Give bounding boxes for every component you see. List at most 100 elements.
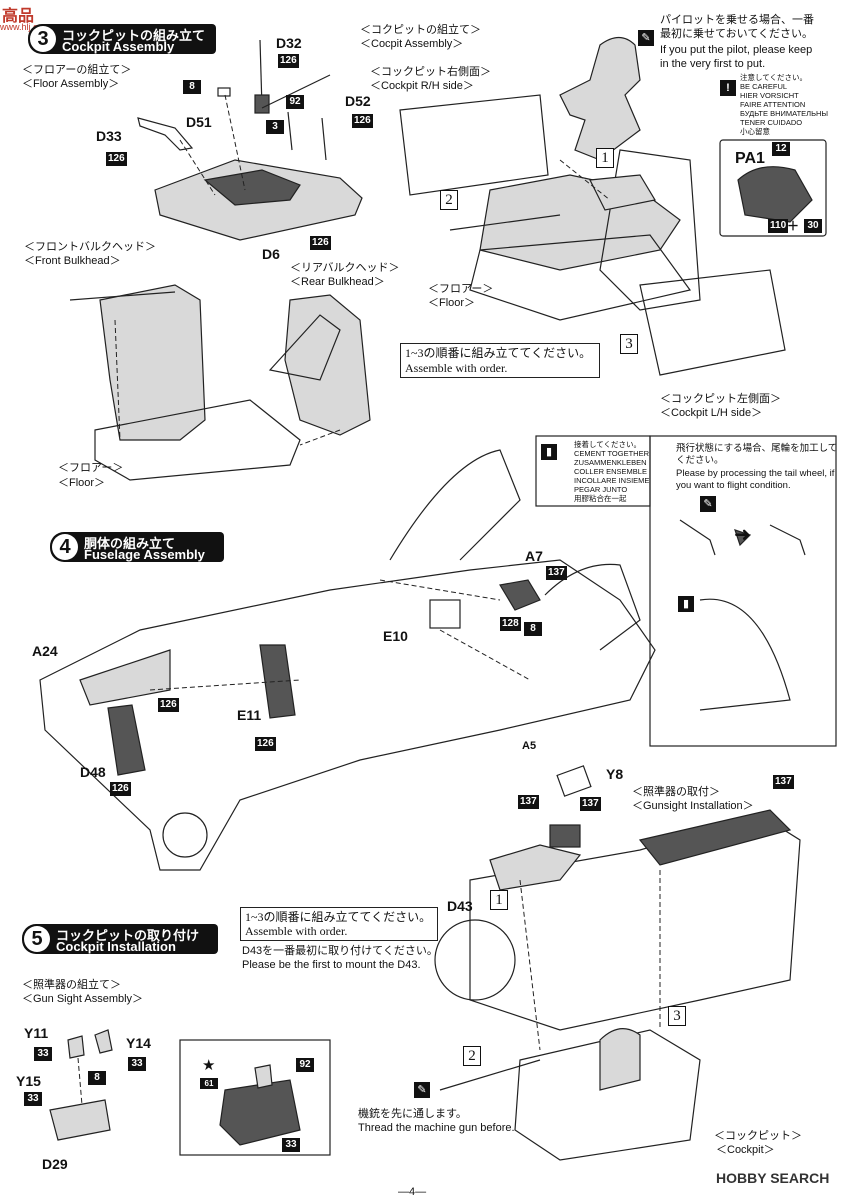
fuselage-drawing — [39, 449, 656, 871]
floor-assembly-label-en: ＜Floor Assembly＞ — [22, 78, 120, 90]
color-137-y8-left: 137 — [518, 795, 539, 809]
floor-label-jp: ＜フロアー＞ — [58, 462, 124, 474]
pa1-part-drawing — [719, 139, 827, 237]
floor2-label-jp: ＜フロアー＞ — [428, 283, 494, 295]
careful-line-1: 注意してください。 — [740, 73, 808, 82]
gunsight-inst-label-jp: ＜照準器の取付＞ — [632, 786, 720, 798]
color-126-a24: 126 — [158, 698, 179, 712]
footer-brand: HOBBY SEARCH — [716, 1170, 830, 1186]
color-12: 12 — [772, 142, 790, 156]
color-3: 3 — [266, 120, 284, 134]
color-137-a7: 137 — [546, 566, 567, 580]
color-126-d52: 126 — [352, 114, 373, 128]
pilot-note-jp1: パイロットを乗せる場合、一番 — [660, 14, 814, 26]
cement-line-4: COLLER ENSEMBLE — [574, 467, 647, 476]
part-a7: A7 — [525, 548, 543, 564]
part-y15: Y15 — [16, 1073, 41, 1089]
part-d52: D52 — [345, 93, 371, 109]
color-126-e11: 126 — [255, 737, 276, 751]
careful-line-4: FAIRE ATTENTION — [740, 100, 806, 109]
color-92: 92 — [286, 95, 304, 109]
cement-line-6: PEGAR JUNTO — [574, 485, 628, 494]
color-plus: ＋ — [787, 219, 800, 233]
color-126-d48: 126 — [110, 782, 131, 796]
color-61: 61 — [200, 1078, 218, 1089]
tail-wheel-icon: ✎ — [700, 496, 716, 512]
tail-note-jp2: ください。 — [676, 455, 724, 466]
cockpit-rh-label-jp: ＜コックピット右側面＞ — [370, 66, 491, 78]
step4-number: 4 — [52, 534, 78, 560]
cement-line-2: CEMENT TOGETHER — [574, 449, 650, 458]
step4-header: 4 胴体の組み立て Fuselage Assembly — [50, 532, 224, 562]
step5-order-num-1: 1 — [490, 890, 508, 910]
part-y8: Y8 — [606, 766, 624, 782]
part-e10: E10 — [383, 628, 408, 644]
part-d6: D6 — [262, 246, 280, 262]
tail-cement-icon: ▮ — [678, 596, 694, 612]
careful-line-2: BE CAREFUL — [740, 82, 788, 91]
color-92-sight: 92 — [296, 1058, 314, 1072]
color-126-d6: 126 — [310, 236, 331, 250]
d43-note-jp: D43を一番最初に取り付けてください。 — [242, 945, 438, 957]
tail-note-jp1: 飛行状態にする場合、尾輪を加工して — [676, 443, 838, 454]
step5-order-note-jp: 1~3の順番に組み立ててください。 — [245, 910, 432, 924]
color-33-sight: 33 — [282, 1138, 300, 1152]
careful-line-5: БУДЬТЕ ВНИМАТЕЛЬНЫ — [740, 109, 829, 118]
color-30: 30 — [804, 219, 822, 233]
step5-order-note-en: Assemble with order. — [245, 924, 348, 938]
thread-note-icon: ✎ — [414, 1082, 430, 1098]
step5-header: 5 コックピットの取り付け Cockpit Installation — [22, 924, 218, 954]
step5-order-num-2: 2 — [463, 1046, 481, 1066]
star-icon: ★ — [202, 1057, 216, 1074]
cockpit-label-en: ＜Cockpit＞ — [716, 1144, 775, 1156]
step4-title-en: Fuselage Assembly — [84, 547, 205, 562]
floor-label-en: ＜Floor＞ — [58, 477, 106, 489]
step5-order-note: 1~3の順番に組み立ててください。 Assemble with order. — [240, 907, 438, 941]
part-d43: D43 — [447, 898, 473, 914]
part-a24: A24 — [32, 643, 58, 659]
cockpit-install-drawing — [434, 765, 801, 1161]
cement-line-3: ZUSAMMENKLEBEN — [574, 458, 647, 467]
gun-sight-drawing — [49, 1029, 331, 1156]
rear-bulkhead-label-jp: ＜リアバルクヘッド＞ — [290, 262, 400, 274]
careful-line-7: 小心留意 — [740, 127, 770, 136]
thread-note-jp: 機銃を先に通します。 — [358, 1108, 467, 1120]
part-d51: D51 — [186, 114, 212, 130]
color-8-y15: 8 — [88, 1071, 106, 1085]
cockpit-label-jp: ＜コックピット＞ — [714, 1130, 802, 1142]
color-126-d33: 126 — [106, 152, 127, 166]
page-number: —4— — [398, 1186, 427, 1198]
order-num-3: 3 — [620, 334, 638, 354]
gun-sight-label-en: ＜Gun Sight Assembly＞ — [22, 993, 144, 1005]
thread-note-en: Thread the machine gun before. — [358, 1122, 515, 1134]
part-pa1: PA1 — [735, 150, 765, 167]
d43-note-en: Please be the first to mount the D43. — [242, 959, 421, 971]
careful-line-6: TENER CUIDADO — [740, 118, 803, 127]
gun-sight-label-jp: ＜照準器の組立て＞ — [22, 979, 121, 991]
cement-list: 接着してください。 CEMENT TOGETHER ZUSAMMENKLEBEN… — [574, 440, 649, 503]
floor-assembly-drawing — [137, 39, 363, 241]
color-128: 128 — [500, 617, 521, 631]
order-num-2: 2 — [440, 190, 458, 210]
color-8-a7: 8 — [524, 622, 542, 636]
color-110: 110 — [768, 219, 789, 233]
part-y11: Y11 — [24, 1025, 49, 1041]
part-d48: D48 — [80, 764, 106, 780]
front-bulkhead-label-jp: ＜フロントバルクヘッド＞ — [24, 241, 156, 253]
step5-order-num-3: 3 — [668, 1006, 686, 1026]
cockpit-assembly-drawing — [399, 36, 786, 376]
careful-line-3: HIER VORSICHT — [740, 91, 799, 100]
cockpit-rh-label-en: ＜Cockpit R/H side＞ — [370, 80, 474, 92]
step5-number: 5 — [24, 926, 50, 952]
step5-title-en: Cockpit Installation — [56, 939, 176, 954]
cement-line-5: INCOLLARE INSIEME — [574, 476, 650, 485]
step3-order-note: 1~3の順番に組み立ててください。 Assemble with order. — [400, 343, 600, 378]
careful-icon: ! — [720, 80, 736, 96]
pilot-note-en2: in the very first to put. — [660, 58, 766, 70]
step3-number: 3 — [30, 26, 56, 52]
front-bulkhead-label-en: ＜Front Bulkhead＞ — [24, 255, 121, 267]
color-8-d51: 8 — [183, 80, 201, 94]
tail-note-en1: Please by processing the tail wheel, if — [676, 468, 835, 479]
rear-bulkhead-label-en: ＜Rear Bulkhead＞ — [290, 276, 385, 288]
